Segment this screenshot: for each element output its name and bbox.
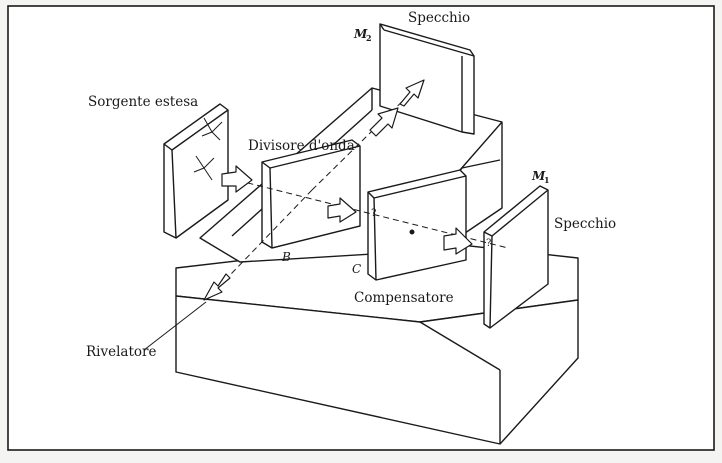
- arrow-to-m2: [369, 107, 399, 137]
- arrow-source-to-splitter: [221, 165, 253, 193]
- label-detector: Rivelatore: [86, 344, 156, 360]
- label-mirror-right: Specchio: [554, 216, 616, 232]
- arrow-to-detector: [203, 273, 231, 301]
- arrow-splitter-to-compensator: [327, 197, 357, 223]
- tick-mark-compensator: ?: [371, 208, 376, 219]
- label-m2-subscript: 2: [366, 33, 372, 43]
- tick-mark-m1: ?: [486, 238, 491, 249]
- arrow-to-m1: [443, 227, 473, 255]
- beam-arrows: [203, 79, 473, 301]
- label-source: Sorgente estesa: [88, 94, 198, 110]
- label-m1-symbol: M: [531, 169, 546, 183]
- mirror-m2: [379, 23, 475, 135]
- label-beam-splitter: Divisore d'onda: [248, 138, 355, 154]
- label-mirror-top: Specchio: [408, 10, 470, 26]
- label-point-b: B: [281, 250, 291, 264]
- arrow-at-m2: [399, 79, 425, 107]
- extended-source-plate: [163, 103, 229, 239]
- mirror-m1: [483, 185, 549, 329]
- label-m2-symbol: M: [353, 27, 368, 41]
- label-m1-subscript: 1: [544, 175, 550, 185]
- detector-leader-line: [143, 301, 207, 351]
- label-point-c: C: [352, 262, 361, 276]
- label-compensator: Compensatore: [354, 290, 454, 306]
